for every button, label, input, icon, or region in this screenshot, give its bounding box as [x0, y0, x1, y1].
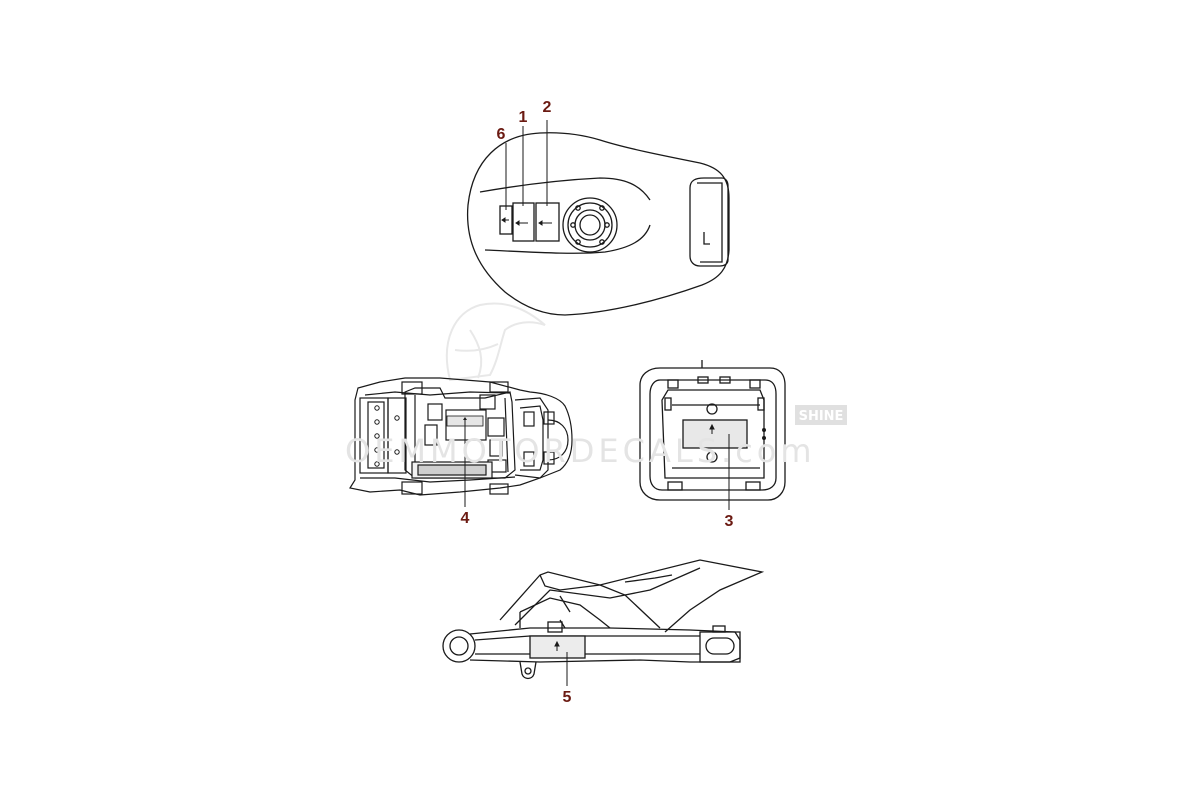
- rear-frame-bottom-view: [349, 377, 573, 496]
- watermark-logo: [445, 302, 546, 382]
- leader-lines: [464, 120, 730, 686]
- decal-2: [535, 202, 560, 242]
- callout-1: 1: [518, 109, 528, 126]
- swingarm-decal-arrow: [554, 640, 560, 651]
- watermark-badge-text: SHINE: [799, 409, 844, 424]
- callout-4: 4: [460, 510, 470, 527]
- callout-2: 2: [542, 99, 552, 116]
- callout-6: 6: [496, 126, 506, 143]
- watermark-badge: SHINE: [795, 405, 847, 425]
- callout-3: 3: [724, 513, 734, 530]
- swingarm: [442, 559, 765, 680]
- seat-underside: [639, 360, 786, 501]
- fuel-tank-decal-arrows: [501, 217, 552, 226]
- decal-1: [512, 202, 535, 242]
- fuel-tank: [466, 132, 730, 316]
- watermark-text: OEMMOTORDECALS.com: [345, 432, 816, 470]
- callout-5: 5: [562, 689, 572, 706]
- seat-decal-arrow: [709, 423, 766, 440]
- rear-frame-holes: [374, 405, 400, 467]
